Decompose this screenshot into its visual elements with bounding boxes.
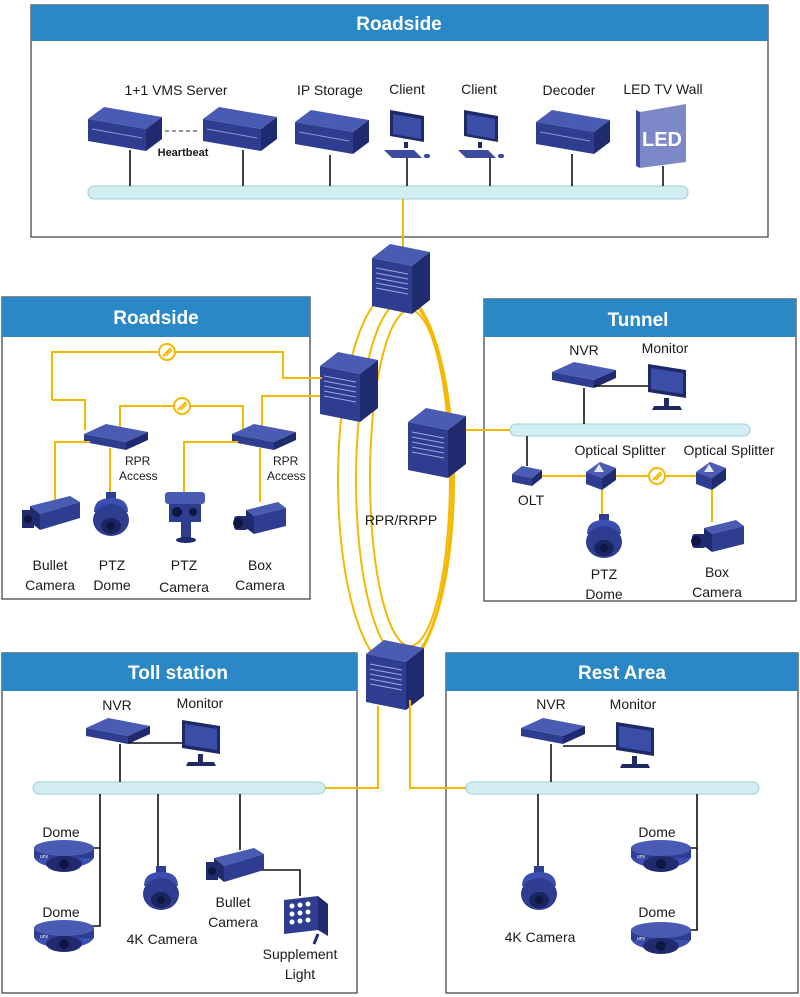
toll-nvr-label: NVR: [102, 697, 132, 713]
left-roadside-box: [1, 296, 311, 600]
decoder-label: Decoder: [543, 82, 596, 98]
roadside-fiber-loop-1: [51, 351, 322, 400]
toll-station-section: Toll station NVR Monitor Dome Dome 4K Ca…: [1, 652, 379, 994]
top-roadside-title: Roadside: [356, 14, 442, 35]
rest-header: [446, 653, 798, 691]
rest-4k-label: 4K Camera: [505, 929, 576, 945]
top-roadside-bus: [87, 185, 689, 200]
rpr-access-1-line1: RPR: [125, 454, 151, 468]
rest-title: Rest Area: [578, 663, 666, 684]
ptz-camera-label-2: Camera: [159, 579, 209, 595]
top-roadside-header: [31, 5, 768, 41]
tunnel-ptz-label-1: PTZ: [591, 566, 618, 582]
vms-server-label: 1+1 VMS Server: [124, 82, 227, 98]
tunnel-box: [483, 298, 797, 602]
core-switch-right[interactable]: [407, 407, 467, 479]
tunnel-nvr-label: NVR: [569, 342, 599, 358]
left-roadside-header: [2, 297, 310, 337]
ptz-dome-label-1: PTZ: [99, 557, 126, 573]
bullet-fiber: [54, 441, 90, 500]
ip-storage-label: IP Storage: [297, 82, 363, 98]
rest-box: [445, 652, 799, 994]
rpr-access-2-line1: RPR: [273, 454, 299, 468]
toll-dome2-label: Dome: [42, 904, 80, 920]
toll-header: [2, 653, 357, 691]
tunnel-box-label-1: Box: [705, 564, 729, 580]
olt-label: OLT: [518, 492, 545, 508]
rest-dome2-label: Dome: [638, 904, 676, 920]
ring-label: RPR/RRPP: [365, 512, 437, 528]
splitter-2-label: Optical Splitter: [683, 442, 774, 458]
core-switch-bottom[interactable]: [365, 639, 425, 711]
supplement-light-label-2: Light: [285, 966, 315, 982]
supplement-light[interactable]: [284, 896, 328, 945]
led-wall-text: LED: [642, 129, 682, 151]
toll-dome1-label: Dome: [42, 824, 80, 840]
bullet-camera-label-2: Camera: [25, 577, 75, 593]
tunnel-box-label-2: Camera: [692, 584, 742, 600]
rest-uplink-fiber: [409, 700, 468, 789]
rpr-access-1-line2: Access: [119, 469, 158, 483]
fiber-coupler-1: [158, 343, 176, 361]
tunnel-fiber-coupler: [648, 467, 666, 485]
top-roadside-section: Roadside 1+1 VMS Server Heartbeat IP Sto…: [30, 4, 769, 238]
bullet-camera-label-1: Bullet: [32, 557, 67, 573]
toll-light-wire: [250, 869, 301, 896]
led-tv-wall-label: LED TV Wall: [623, 81, 702, 97]
toll-title: Toll station: [128, 663, 228, 684]
tunnel-bus: [509, 423, 751, 437]
ptz-camera-fiber: [183, 441, 238, 492]
client-2-label: Client: [461, 81, 497, 97]
core-switch-left[interactable]: [319, 351, 379, 423]
rest-bus: [465, 781, 760, 795]
roadside-fiber-left: [52, 399, 86, 430]
left-roadside-section: Roadside RPR Access RPR Access Bullet Ca…: [1, 296, 322, 600]
rest-dome1-label: Dome: [638, 824, 676, 840]
fiber-coupler-2: [173, 397, 191, 415]
supplement-light-label-1: Supplement: [263, 946, 338, 962]
rpr-access-2-line2: Access: [267, 469, 306, 483]
box-camera-label-1: Box: [248, 557, 272, 573]
toll-bullet-label-1: Bullet: [215, 894, 250, 910]
roadside-fiber-right: [261, 395, 320, 430]
rest-area-section: Rest Area NVR Monitor 4K Camera Dome Dom…: [409, 652, 799, 994]
toll-bullet-label-2: Camera: [208, 914, 258, 930]
toll-bus: [32, 781, 326, 795]
box-camera-label-2: Camera: [235, 577, 285, 593]
ring-core: RPR/RRPP: [319, 199, 467, 711]
rest-nvr-label: NVR: [536, 696, 566, 712]
toll-4k-label: 4K Camera: [127, 931, 198, 947]
tunnel-section: Tunnel NVR Monitor OLT Optical Splitter …: [466, 298, 797, 602]
toll-monitor-label: Monitor: [177, 695, 224, 711]
rest-monitor-label: Monitor: [610, 696, 657, 712]
led-tv-wall[interactable]: LED: [636, 104, 686, 168]
ring-fiber-inner-2: [369, 309, 451, 647]
tunnel-monitor-label: Monitor: [642, 340, 689, 356]
toll-uplink-fiber: [322, 706, 379, 789]
left-roadside-title: Roadside: [113, 308, 199, 329]
splitter-1-label: Optical Splitter: [574, 442, 665, 458]
heartbeat-label: Heartbeat: [158, 147, 209, 159]
ptz-dome-label-2: Dome: [93, 577, 131, 593]
core-switch-top[interactable]: [371, 243, 431, 315]
tunnel-title: Tunnel: [608, 310, 669, 331]
olt[interactable]: [512, 466, 542, 486]
ptz-camera-label-1: PTZ: [171, 557, 198, 573]
tunnel-header: [484, 299, 796, 337]
tunnel-ptz-label-2: Dome: [585, 586, 623, 602]
client-1-label: Client: [389, 81, 425, 97]
